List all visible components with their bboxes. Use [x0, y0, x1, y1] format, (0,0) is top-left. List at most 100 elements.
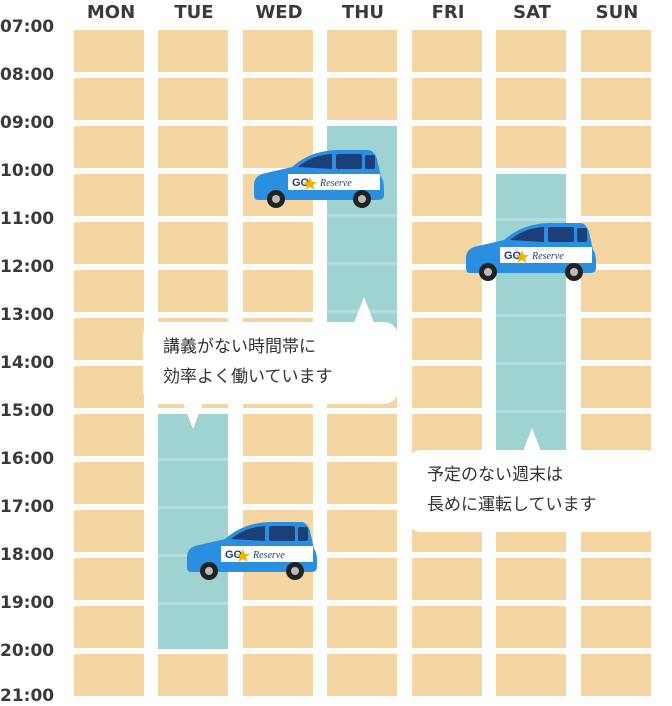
svg-text:GO: GO: [292, 177, 310, 189]
schedule-cell: [158, 174, 228, 216]
schedule-cell: [412, 78, 482, 120]
schedule-cell: [74, 366, 144, 408]
taxi-icon: GO Reserve: [254, 150, 384, 208]
schedule-cell: [243, 606, 313, 648]
schedule-cell: [158, 270, 228, 312]
bubble-weekend-line1: 予定のない週末は: [427, 465, 563, 485]
bubble-tail-weekend-up: [522, 428, 542, 454]
driving-block-tue: [158, 414, 228, 649]
time-label: 11:00: [0, 209, 55, 229]
schedule-cell: [74, 558, 144, 600]
schedule-cell: [581, 78, 651, 120]
time-label: 19:00: [0, 593, 55, 613]
column-fri: [412, 30, 482, 700]
schedule-cell: [496, 30, 566, 72]
schedule-cell: [74, 510, 144, 552]
schedule-cell: [243, 270, 313, 312]
taxi-icon: GO Reserve: [187, 522, 317, 580]
schedule-cell: [581, 366, 651, 408]
schedule-cell: [581, 654, 651, 696]
schedule-cell: [243, 414, 313, 456]
schedule-cell: [158, 78, 228, 120]
schedule-cell: [412, 126, 482, 168]
schedule-cell: [158, 30, 228, 72]
schedule-cell: [412, 606, 482, 648]
schedule-cell: [412, 654, 482, 696]
schedule-cell: [74, 414, 144, 456]
time-label: 20:00: [0, 641, 55, 661]
schedule-cell: [74, 654, 144, 696]
svg-text:GO: GO: [225, 549, 243, 561]
schedule-cell: [581, 174, 651, 216]
day-header-sun: SUN: [595, 2, 639, 23]
schedule-cell: [496, 126, 566, 168]
schedule-cell: [243, 462, 313, 504]
schedule-cell: [581, 606, 651, 648]
day-header-sat: SAT: [513, 2, 551, 23]
schedule-cell: [74, 606, 144, 648]
bubble-tail-weekday-down: [183, 403, 203, 429]
bubble-weekday-line2: 効率よく働いています: [163, 367, 333, 387]
schedule-cell: [74, 30, 144, 72]
schedule-cell: [74, 126, 144, 168]
schedule-cell: [158, 126, 228, 168]
schedule-cell: [412, 414, 482, 456]
time-label: 08:00: [0, 65, 55, 85]
schedule-cell: [243, 222, 313, 264]
taxi-illustration-wed: GO Reserve: [254, 150, 384, 208]
schedule-cell: [74, 78, 144, 120]
time-label: 16:00: [0, 449, 55, 469]
schedule-cell: [327, 510, 397, 552]
day-header-fri: FRI: [431, 2, 465, 23]
column-sun: [581, 30, 651, 700]
schedule-cell: [327, 462, 397, 504]
schedule-cell: [327, 606, 397, 648]
schedule-cell: [327, 558, 397, 600]
taxi-icon: GO Reserve: [466, 223, 596, 281]
time-label: 14:00: [0, 353, 55, 373]
schedule-cell: [327, 30, 397, 72]
schedule-cell: [496, 654, 566, 696]
schedule-cell: [74, 222, 144, 264]
bubble-tail-weekday-up: [354, 297, 374, 323]
schedule-cell: [74, 174, 144, 216]
schedule-cell: [158, 654, 228, 696]
column-mon: [74, 30, 144, 700]
schedule-cell: [412, 318, 482, 360]
schedule-cell: [412, 30, 482, 72]
schedule-cell: [412, 270, 482, 312]
day-header-mon: MON: [86, 2, 136, 23]
time-label: 13:00: [0, 305, 55, 325]
schedule-cell: [74, 462, 144, 504]
schedule-cell: [327, 78, 397, 120]
day-header-wed: WED: [255, 2, 303, 23]
schedule-cell: [581, 558, 651, 600]
taxi-illustration-fri: GO Reserve: [466, 223, 596, 281]
speech-bubble-weekday: 講義がない時間帯に 効率よく働いています: [143, 322, 398, 404]
schedule-cell: [496, 78, 566, 120]
svg-text:GO: GO: [504, 250, 522, 262]
schedule-cell: [496, 606, 566, 648]
schedule-cell: [581, 30, 651, 72]
schedule-cell: [74, 270, 144, 312]
bubble-weekend-line2: 長めに運転しています: [427, 495, 597, 515]
bubble-weekday-line1: 講義がない時間帯に: [163, 337, 316, 357]
schedule-cell: [327, 654, 397, 696]
svg-text:Reserve: Reserve: [531, 251, 564, 262]
day-header-thu: THU: [342, 2, 384, 23]
time-label: 15:00: [0, 401, 55, 421]
schedule-cell: [243, 78, 313, 120]
schedule-cell: [496, 558, 566, 600]
day-header-tue: TUE: [174, 2, 214, 23]
schedule-cell: [327, 414, 397, 456]
schedule-cell: [74, 318, 144, 360]
schedule-cell: [581, 318, 651, 360]
time-label: 21:00: [0, 686, 55, 706]
schedule-cell: [158, 222, 228, 264]
schedule-cell: [412, 558, 482, 600]
svg-text:Reserve: Reserve: [252, 550, 285, 561]
driving-block-sat: [496, 174, 566, 450]
schedule-cell: [243, 654, 313, 696]
time-label: 09:00: [0, 113, 55, 133]
schedule-cell: [412, 366, 482, 408]
